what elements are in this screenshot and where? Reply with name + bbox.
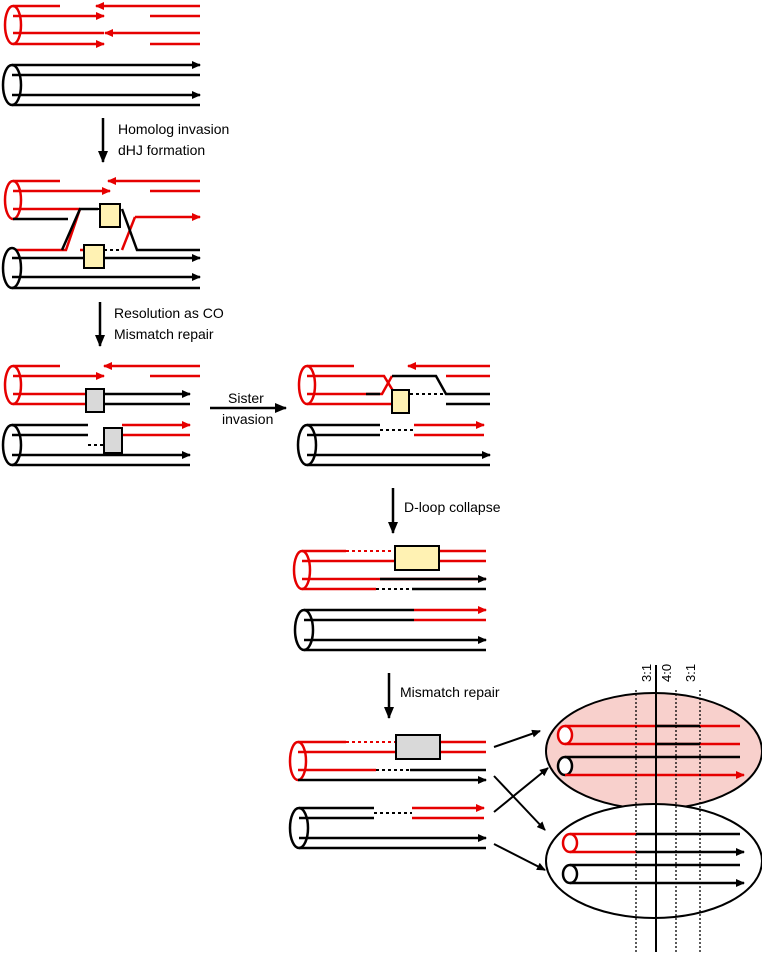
stage3-dashes	[86, 403, 120, 446]
stage6-dashes	[346, 741, 412, 814]
sister-invasion-label-line2: invasion	[222, 411, 273, 427]
stage3-mismatch-box-upper	[85, 388, 105, 413]
stage2-heteroduplex-dashes	[85, 208, 122, 251]
stage1-red-chromosome	[3, 2, 200, 48]
stage5-heteroduplex-box	[394, 545, 440, 571]
stage5-bottom-chromosome	[293, 606, 487, 652]
stage6-bottom-chromosome	[288, 804, 487, 850]
spore-lower	[545, 803, 762, 919]
step1-label-line1: Homolog invasion	[118, 121, 229, 137]
sister-invasion-label-line1: Sister	[228, 390, 264, 406]
stage4-bottom-chromosome	[296, 421, 491, 467]
column-label-left: 3:1	[639, 664, 654, 682]
stage4-heteroduplex-box	[391, 389, 410, 414]
dloop-collapse-label: D-loop collapse	[404, 499, 501, 515]
stage3-mismatch-box-lower	[103, 427, 123, 454]
mismatch-repair-label: Mismatch repair	[400, 684, 500, 700]
stage2-heteroduplex-box-lower	[83, 244, 105, 269]
stage5-top-chromosome	[292, 549, 487, 591]
stage6-top-chromosome	[288, 740, 487, 784]
stage3-bottom-chromosome	[1, 421, 191, 467]
step2-label-line1: Resolution as CO	[114, 305, 224, 321]
stage2-heteroduplex-box-upper	[99, 203, 121, 228]
column-label-middle: 4:0	[659, 664, 674, 682]
step1-label-line2: dHJ formation	[118, 142, 205, 158]
spore-upper-chromatids	[556, 724, 745, 779]
stage3-top-chromosome	[3, 362, 200, 406]
stage1-black-chromosome	[1, 61, 201, 107]
stage4-top-chromosome	[297, 362, 490, 406]
step2-label-line2: Mismatch repair	[114, 326, 214, 342]
stage2-black-chromosome	[1, 207, 201, 290]
stage5-dashes	[346, 550, 412, 590]
spore-upper	[545, 692, 762, 810]
segregation-arrows	[493, 729, 549, 871]
column-label-right: 3:1	[683, 664, 698, 682]
stage6-repaired-box	[395, 734, 441, 760]
